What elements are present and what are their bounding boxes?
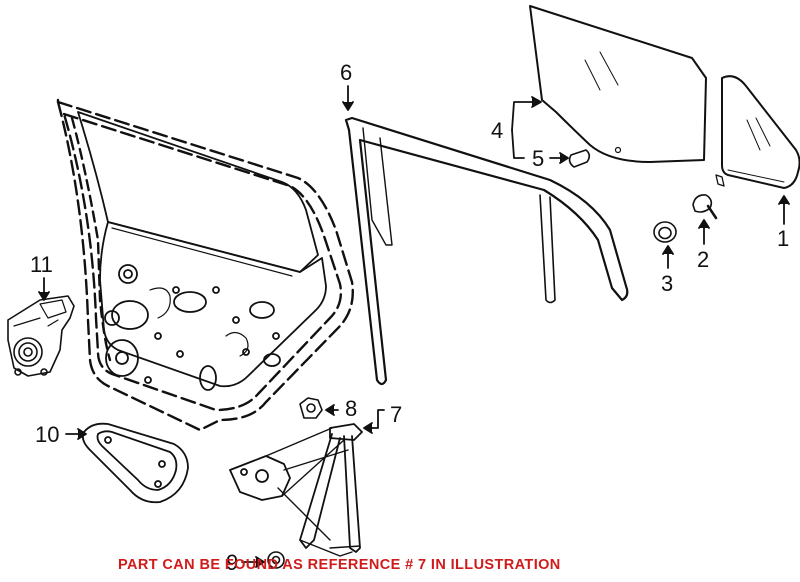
door-inner-panel	[77, 111, 327, 391]
callout-11: 11	[30, 252, 53, 277]
callout-1: 1	[777, 226, 790, 251]
callout-7: 7	[390, 402, 403, 427]
door-seal-dashed	[56, 98, 354, 432]
lower-nut	[267, 551, 285, 569]
callout-4: 4	[491, 118, 504, 143]
glass-clip	[692, 174, 725, 220]
motor-gasket	[81, 422, 189, 504]
glass-bushing	[568, 149, 591, 168]
leader-lines	[38, 85, 790, 568]
window-regulator	[229, 423, 363, 557]
glass-run-channel	[344, 116, 629, 386]
reference-notice: PART CAN BE FOUND AS REFERENCE # 7 IN IL…	[118, 557, 561, 573]
callout-2: 2	[697, 247, 710, 272]
door-glass	[529, 5, 707, 163]
callout-6: 6	[340, 60, 353, 85]
grommet	[653, 221, 677, 243]
regulator-nut	[299, 397, 323, 419]
callout-9: 9	[226, 550, 239, 575]
callout-5: 5	[532, 146, 545, 171]
callout-10: 10	[35, 422, 60, 447]
window-motor	[7, 295, 75, 377]
callout-3: 3	[661, 271, 674, 296]
quarter-glass	[721, 75, 800, 189]
callout-8: 8	[345, 396, 358, 421]
